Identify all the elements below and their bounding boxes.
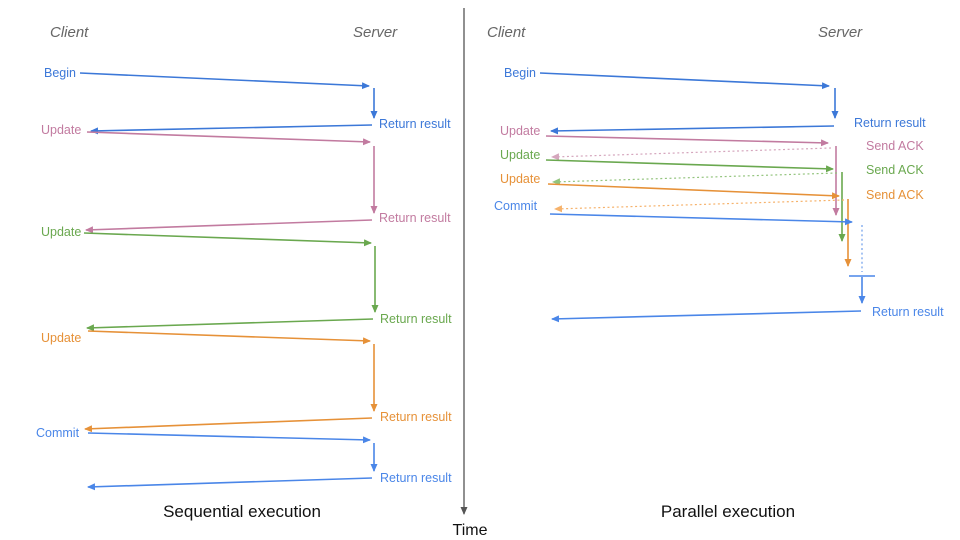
seq-begin-label: Begin — [44, 66, 76, 80]
par-update3-ack-label: Send ACK — [866, 188, 924, 202]
parallel-panel: Client Server Begin Return result Update… — [487, 24, 944, 521]
seq-server-header: Server — [353, 24, 398, 41]
par-update3-request-arrow — [547, 183, 840, 200]
par-commit-response-arrow — [551, 310, 862, 323]
par-client-header: Client — [487, 24, 526, 41]
par-update2-ack-label: Send ACK — [866, 163, 924, 177]
par-commit-label: Commit — [494, 199, 538, 213]
par-update2-ack-arrow — [552, 172, 838, 186]
time-axis: Time — [453, 8, 488, 539]
seq-begin-request-arrow — [79, 72, 370, 90]
par-update1-ack-label: Send ACK — [866, 139, 924, 153]
seq-update1-request-arrow — [86, 131, 371, 146]
seq-update1-response-label: Return result — [379, 211, 451, 225]
par-update3-ack-arrow — [554, 199, 845, 213]
par-update2-label: Update — [500, 148, 540, 162]
seq-client-header: Client — [50, 24, 89, 41]
seq-update2-response-arrow — [86, 318, 374, 332]
seq-update2-request-arrow — [83, 232, 372, 247]
seq-update2-response-label: Return result — [380, 312, 452, 326]
par-begin-label: Begin — [504, 66, 536, 80]
sequential-panel-title: Sequential execution — [163, 502, 321, 521]
par-begin-response-label: Return result — [854, 116, 926, 130]
seq-commit-response-label: Return result — [380, 471, 452, 485]
par-begin-response-arrow — [550, 125, 835, 135]
par-update1-label: Update — [500, 124, 540, 138]
par-begin-request-arrow — [539, 72, 830, 90]
parallel-panel-title: Parallel execution — [661, 502, 795, 521]
seq-update2-label: Update — [41, 225, 81, 239]
par-commit-request-arrow — [549, 213, 853, 226]
seq-update1-label: Update — [41, 123, 81, 137]
seq-update1-response-arrow — [85, 219, 373, 234]
seq-update3-request-arrow — [87, 330, 371, 345]
par-update1-request-arrow — [545, 135, 829, 147]
par-update2-request-arrow — [545, 159, 834, 173]
par-update3-label: Update — [500, 172, 540, 186]
seq-update3-response-label: Return result — [380, 410, 452, 424]
seq-commit-label: Commit — [36, 426, 80, 440]
par-server-header: Server — [818, 24, 863, 41]
time-axis-label: Time — [453, 522, 488, 539]
sequential-panel: Client Server Begin Return result Update… — [36, 24, 452, 521]
seq-commit-request-arrow — [87, 432, 371, 444]
seq-update3-response-arrow — [84, 417, 373, 433]
seq-commit-response-arrow — [87, 477, 373, 491]
seq-begin-response-arrow — [90, 124, 373, 135]
seq-begin-response-label: Return result — [379, 117, 451, 131]
par-update1-ack-arrow — [551, 147, 832, 161]
seq-update3-label: Update — [41, 331, 81, 345]
par-commit-response-label: Return result — [872, 305, 944, 319]
